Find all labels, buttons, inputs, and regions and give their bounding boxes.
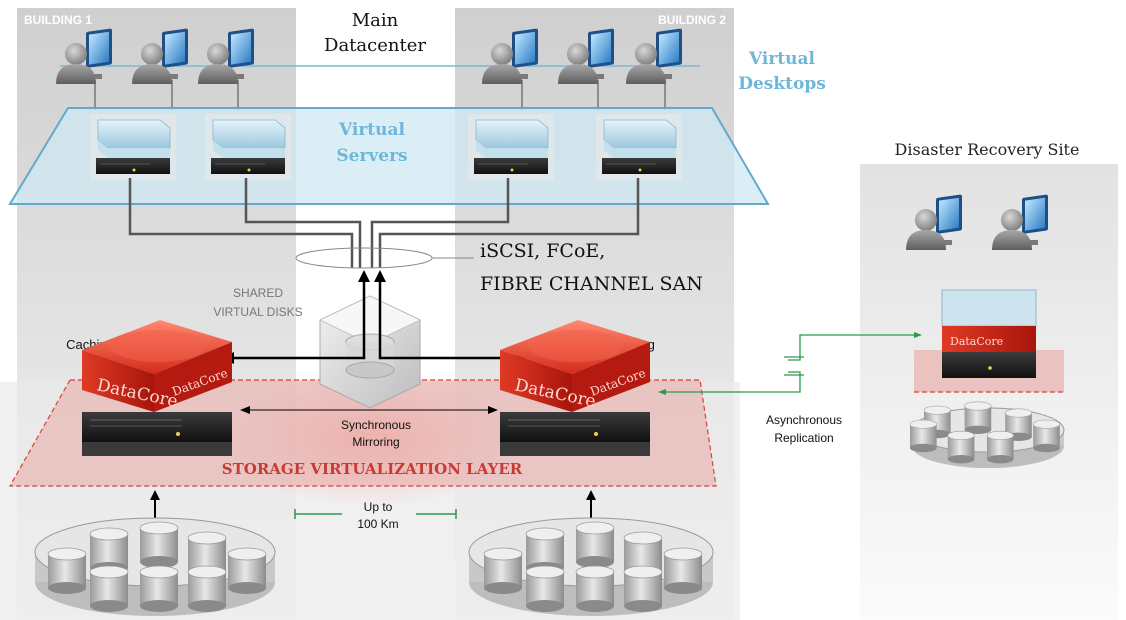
server-icon <box>89 113 177 181</box>
distance-label-line2: 100 Km <box>357 517 398 531</box>
shared-disks-label-line2: VIRTUAL DISKS <box>213 305 302 319</box>
desktop-drop-lines <box>94 80 666 110</box>
storage-virtualization-layer <box>8 379 717 487</box>
virtual-servers-label-line2: Servers <box>336 146 407 166</box>
main-datacenter-label-line1: Main <box>352 10 399 31</box>
distance-label-line1: Up to <box>364 500 393 514</box>
disk-pool-icon <box>34 517 276 616</box>
distance-indicator <box>294 509 457 519</box>
protocols-label-line1: iSCSI, FCoE, <box>480 240 605 262</box>
virtual-desktops-label-line1: Virtual <box>748 49 816 69</box>
disk-pool-icon <box>909 401 1065 468</box>
storage-layer-label: STORAGE VIRTUALIZATION LAYER <box>222 460 523 478</box>
async-replication-label-line2: Replication <box>774 431 833 445</box>
async-replication-link <box>660 334 920 393</box>
sync-mirroring-label-line1: Synchronous <box>341 418 411 432</box>
virtual-desktops-label-line2: Desktops <box>738 74 826 94</box>
san-cables <box>128 178 640 268</box>
main-datacenter-label-line2: Datacenter <box>324 35 426 56</box>
dr-brand-logo-text: DataCore <box>950 335 1003 348</box>
dr-site-label: Disaster Recovery Site <box>895 140 1080 159</box>
dr-storage-stack: DataCore <box>914 289 1064 393</box>
shared-virtual-disk-icon <box>319 295 421 409</box>
building-1-label: BUILDING 1 <box>24 13 92 27</box>
virtual-servers-label-line1: Virtual <box>338 120 406 140</box>
server-icon <box>204 113 292 181</box>
san-fabric-ellipse <box>295 247 433 269</box>
virtual-servers-plane <box>8 107 770 205</box>
server-icon <box>595 113 683 181</box>
protocols-label-line2: FIBRE CHANNEL SAN <box>480 273 703 295</box>
server-icon <box>467 113 555 181</box>
san-to-storage-arrows <box>230 276 520 360</box>
disk-pool-icon <box>468 517 714 616</box>
async-replication-label-line1: Asynchronous <box>766 413 842 427</box>
sync-mirroring-label-line2: Mirroring <box>352 435 399 449</box>
shared-disks-label-line1: SHARED <box>233 286 283 300</box>
building-2-label: BUILDING 2 <box>658 13 726 27</box>
